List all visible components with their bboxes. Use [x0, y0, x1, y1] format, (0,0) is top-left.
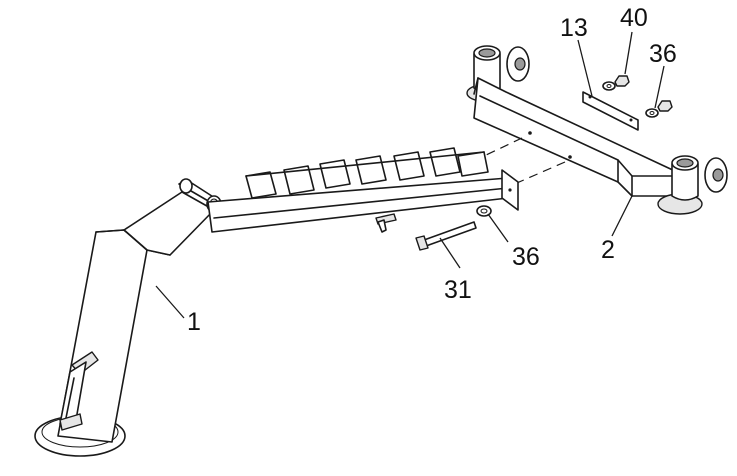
callout-36-bottom: 36	[512, 243, 540, 271]
callout-40: 40	[620, 4, 648, 32]
callout-1: 1	[187, 308, 201, 336]
callout-leaders	[155, 31, 665, 319]
alignment-lines	[483, 137, 566, 187]
main-frame	[34, 147, 519, 457]
mounting-plate	[582, 91, 639, 131]
rack-slats	[245, 147, 489, 199]
callout-2: 2	[601, 236, 615, 264]
bottom-hardware	[476, 205, 492, 217]
callout-36-top: 36	[649, 40, 677, 68]
callout-13: 13	[560, 14, 588, 42]
bolt	[415, 221, 477, 251]
top-hardware	[602, 75, 673, 118]
callout-31: 31	[444, 276, 472, 304]
rear-base-frame	[466, 45, 728, 215]
